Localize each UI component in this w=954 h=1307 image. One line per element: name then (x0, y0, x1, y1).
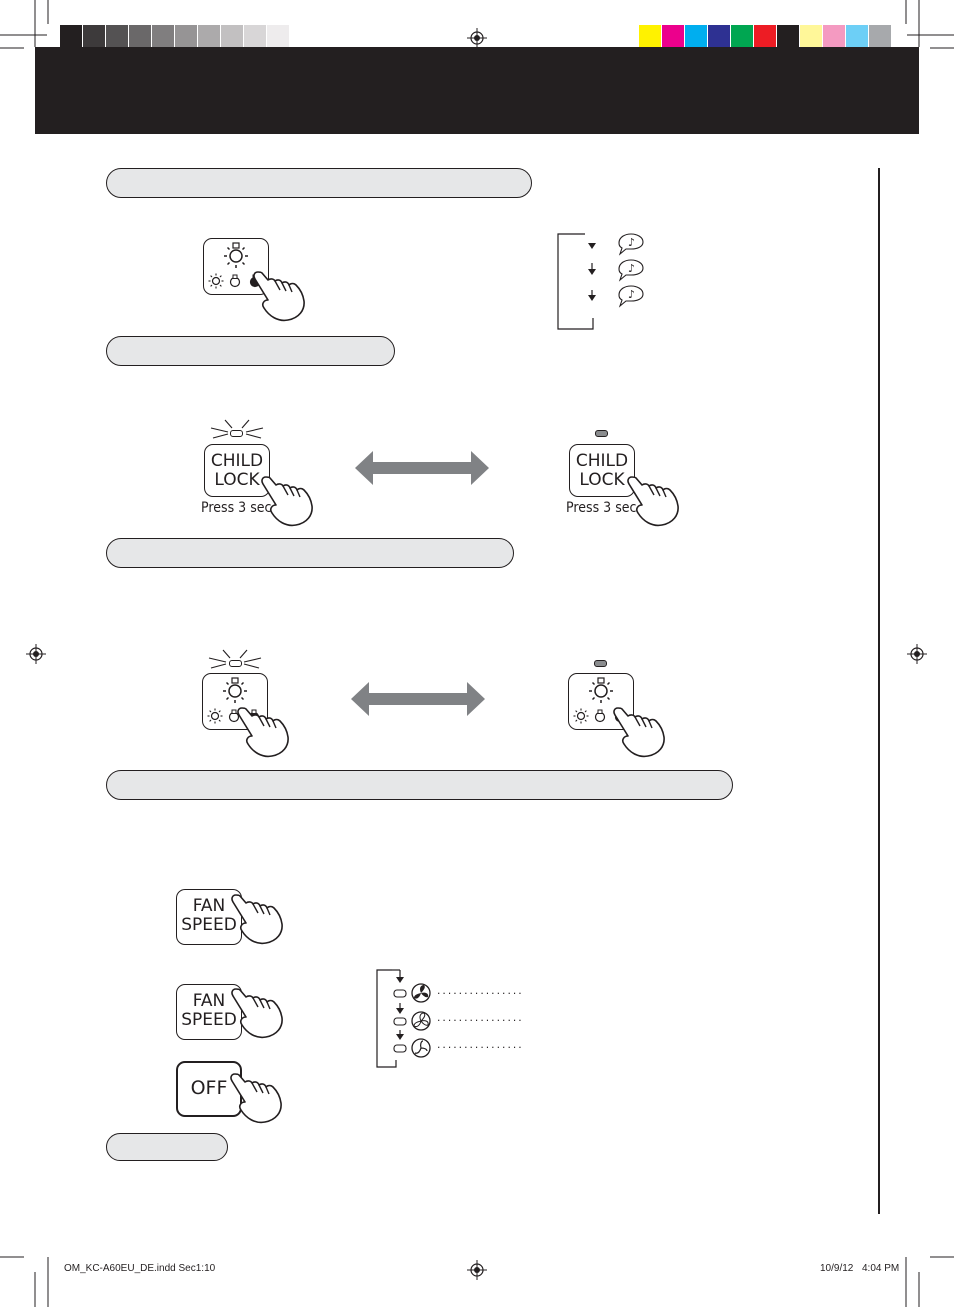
color-swatch-6 (754, 25, 777, 47)
section-header-sound (106, 168, 532, 198)
hand-icon (237, 707, 289, 758)
gray-swatch-strip (60, 25, 313, 47)
color-swatch-10 (846, 25, 869, 47)
registration-mark-left (26, 644, 46, 664)
gray-swatch-4 (129, 25, 152, 47)
section-header-off (106, 1133, 228, 1161)
gray-swatch-3 (106, 25, 129, 47)
section-header-child-lock (106, 336, 395, 366)
color-swatch-9 (823, 25, 846, 47)
color-swatch-1 (639, 25, 662, 47)
off-button[interactable] (176, 1061, 242, 1117)
press-3-sec-label-right: Press 3 sec. (566, 500, 641, 516)
hand-icon (627, 476, 679, 527)
sound-sequence-diagram (557, 233, 644, 330)
child-lock-indicator-blinking (230, 430, 243, 437)
gray-swatch-2 (83, 25, 106, 47)
color-swatch-strip (639, 25, 892, 47)
light-indicator-blinking (229, 660, 242, 667)
indicator-blink-rays-left (210, 419, 264, 439)
hand-icon (230, 1073, 282, 1124)
fan-speed-sequence-diagram (376, 969, 431, 1068)
color-swatch-8 (800, 25, 823, 47)
gray-swatch-10 (267, 25, 290, 47)
footer-filename: OM_KC-A60EU_DE.indd Sec1:10 (64, 1263, 216, 1274)
footer-time: 4:04 PM (862, 1263, 900, 1274)
color-swatch-2 (662, 25, 685, 47)
press-3-sec-label-left: Press 3 sec. (201, 500, 276, 516)
footer-date: 10/9/12 (820, 1263, 854, 1274)
light-indicator-on (594, 660, 607, 667)
hand-icon (261, 476, 313, 527)
hand-icon (231, 894, 283, 945)
registration-mark-right (907, 644, 927, 664)
indicator-blink-rays-light (208, 649, 262, 669)
hand-icon (253, 271, 305, 322)
double-arrow-icon (355, 451, 489, 485)
section-header-fan-speed (106, 770, 733, 800)
color-swatch-3 (685, 25, 708, 47)
child-lock-button-right[interactable] (569, 444, 635, 497)
color-swatch-11 (869, 25, 892, 47)
registration-mark-top (467, 28, 487, 48)
gray-swatch-6 (175, 25, 198, 47)
child-lock-indicator-on (595, 430, 608, 437)
section-header-light (106, 538, 514, 568)
off-label: OFF (190, 1077, 228, 1099)
color-swatch-7 (777, 25, 800, 47)
gray-swatch-1 (60, 25, 83, 47)
fan-speed-dots-low: ................ (436, 1041, 523, 1051)
gray-swatch-11 (290, 25, 313, 47)
gray-swatch-5 (152, 25, 175, 47)
fan-speed-button-2[interactable] (176, 984, 242, 1040)
hand-icon (613, 707, 665, 758)
color-swatch-4 (708, 25, 731, 47)
color-swatch-5 (731, 25, 754, 47)
gray-swatch-8 (221, 25, 244, 47)
hand-icon (231, 988, 283, 1039)
fan-speed-dots-high: ................ (436, 987, 523, 997)
child-lock-button-left[interactable] (204, 444, 270, 497)
gray-swatch-7 (198, 25, 221, 47)
right-margin-line (878, 168, 880, 1214)
header-bar (35, 47, 919, 134)
fan-speed-dots-medium: ................ (436, 1014, 523, 1024)
double-arrow-icon (351, 682, 485, 716)
registration-mark-bottom (467, 1260, 487, 1280)
gray-swatch-9 (244, 25, 267, 47)
